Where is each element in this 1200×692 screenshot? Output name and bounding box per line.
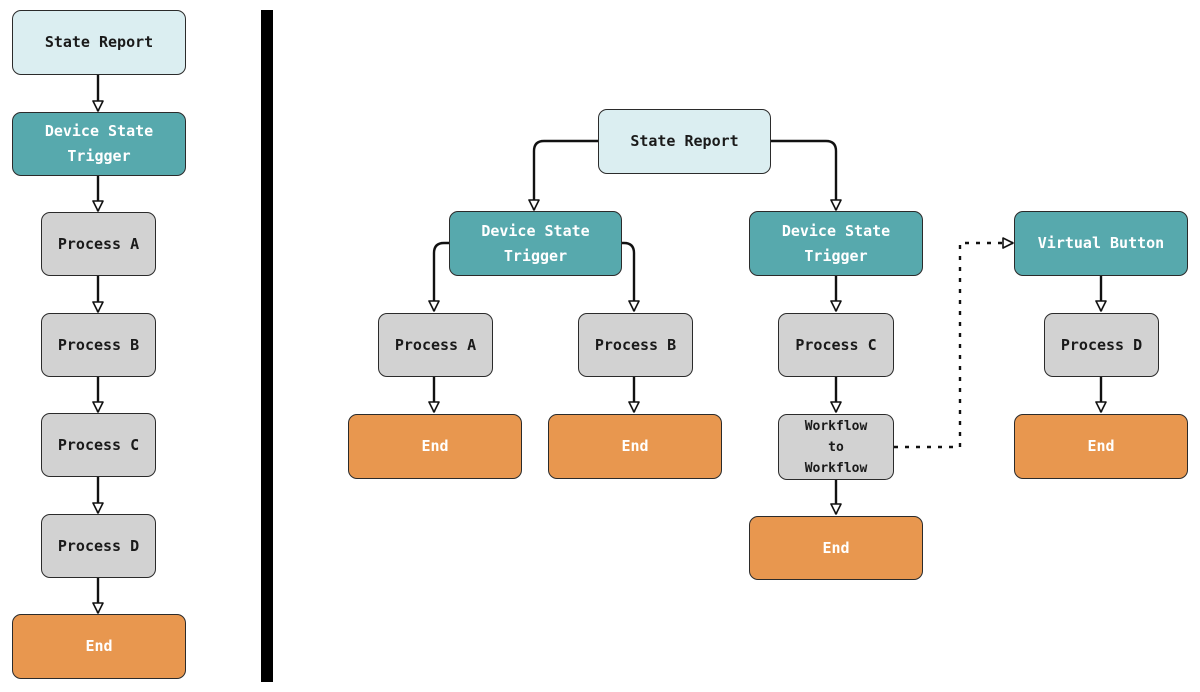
right-device-state-trigger-left-node: Device State Trigger <box>449 211 622 276</box>
left-process-d-node: Process D <box>41 514 156 578</box>
left-process-c-node: Process C <box>41 413 156 477</box>
dotted-arrow-workflow-to-virtual-button <box>894 237 1014 449</box>
right-end-d-node: End <box>1014 414 1188 479</box>
virtual-button-node: Virtual Button <box>1014 211 1188 276</box>
right-device-state-trigger-right-node: Device State Trigger <box>749 211 923 276</box>
right-end-c-node: End <box>749 516 923 580</box>
workflow-to-workflow-node: Workflow to Workflow <box>778 414 894 480</box>
right-end-b-node: End <box>548 414 722 479</box>
arrow-report-to-trigger-right <box>770 139 842 211</box>
left-process-b-node: Process B <box>41 313 156 377</box>
section-divider <box>261 10 273 682</box>
left-end-node: End <box>12 614 186 679</box>
arrow-report-to-trigger-left <box>528 139 598 211</box>
right-process-c-node: Process C <box>778 313 894 377</box>
right-process-a-node: Process A <box>378 313 493 377</box>
right-process-b-node: Process B <box>578 313 693 377</box>
left-device-state-trigger-node: Device State Trigger <box>12 112 186 176</box>
right-end-a-node: End <box>348 414 522 479</box>
arrow-trigger-to-process-a <box>428 241 449 312</box>
left-state-report-node: State Report <box>12 10 186 75</box>
arrow-trigger-to-process-b <box>621 241 640 312</box>
right-process-d-node: Process D <box>1044 313 1159 377</box>
right-state-report-node: State Report <box>598 109 771 174</box>
left-process-a-node: Process A <box>41 212 156 276</box>
